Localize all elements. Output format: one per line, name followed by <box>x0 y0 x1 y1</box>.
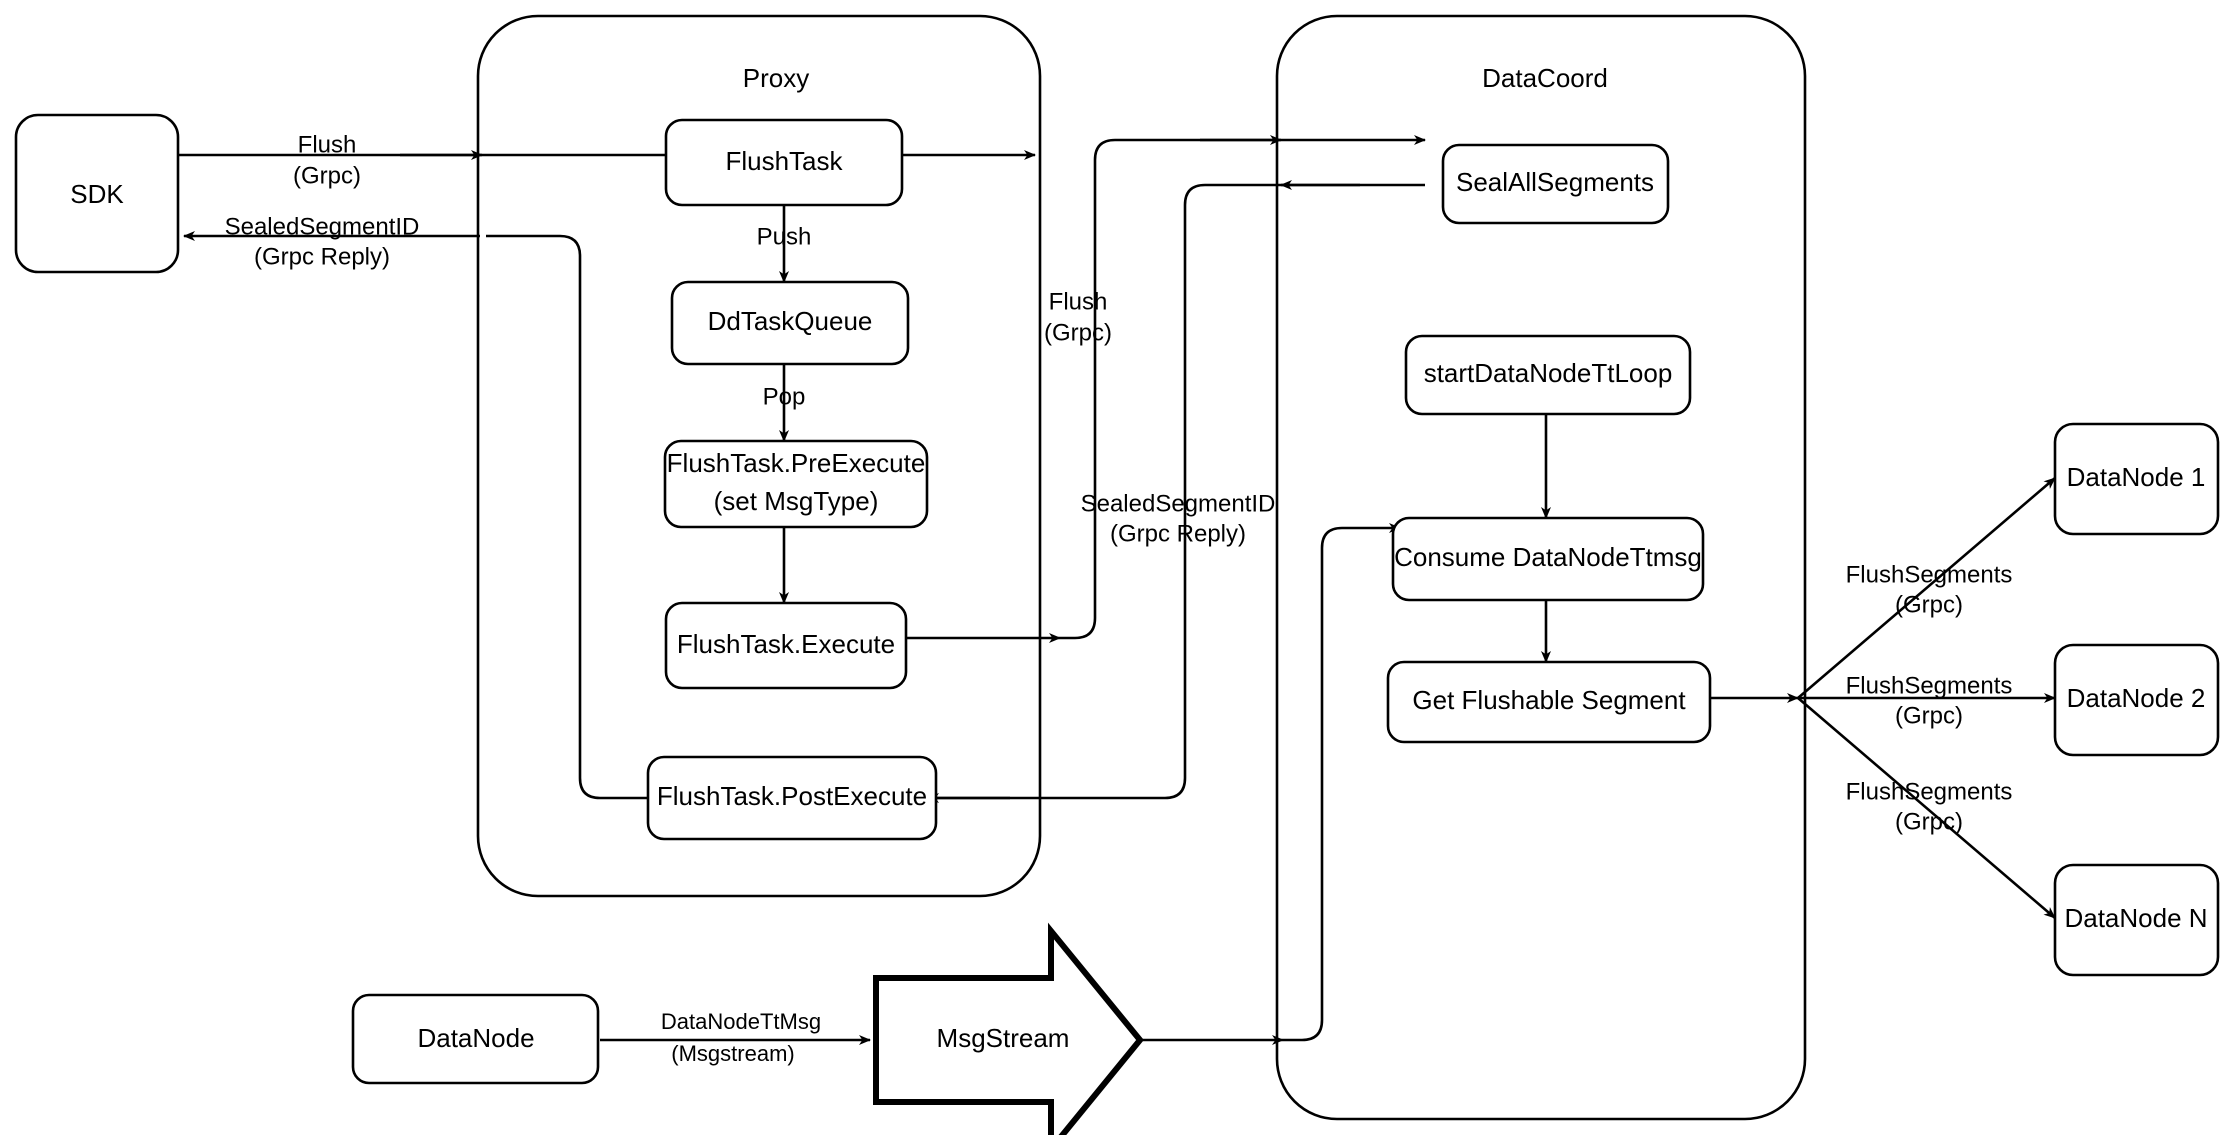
node-flushtask-postexecute-box[interactable] <box>646 755 938 841</box>
node-sealallsegments[interactable]: SealAllSegments <box>1441 143 1670 225</box>
edge-label-flushsegments-1: FlushSegments (Grpc) <box>1846 561 2013 618</box>
proxy-group-border <box>476 14 1042 898</box>
node-sealallsegments-label: SealAllSegments <box>1456 167 1654 197</box>
node-get-flushable-segment-label: Get Flushable Segment <box>1412 685 1686 715</box>
node-startdatanodettloop-box[interactable] <box>1404 334 1692 416</box>
node-flushtask-execute-label: FlushTask.Execute <box>677 629 895 659</box>
node-msgstream-arrow-shape[interactable] <box>873 922 1144 1135</box>
node-consume-datanodettmsg[interactable]: Consume DataNodeTtmsg <box>1391 516 1705 602</box>
edge-label-coord-flush-line2: (Grpc) <box>1044 319 1112 346</box>
edge-datacoord-to-postexecute <box>919 183 1300 803</box>
node-consume-datanodettmsg-box[interactable] <box>1391 516 1705 602</box>
node-sdk-box[interactable] <box>14 113 180 274</box>
node-msgstream-label: MsgStream <box>937 1023 1070 1053</box>
datacoord-group-border <box>1275 14 1807 1121</box>
node-startdatanodettloop[interactable]: startDataNodeTtLoop <box>1404 334 1692 416</box>
edge-postexecute-to-reply <box>486 234 648 800</box>
node-consume-datanodettmsg-label: Consume DataNodeTtmsg <box>1394 542 1702 572</box>
edge-label-coord-to-proxy: SealedSegmentID (Grpc Reply) <box>1081 490 1276 547</box>
node-flushtask-postexecute-label: FlushTask.PostExecute <box>657 781 927 811</box>
node-datanode-n-box[interactable] <box>2053 863 2220 977</box>
edge-label-flushsegments-1-line2: (Grpc) <box>1895 591 1963 618</box>
node-flushtask-postexecute[interactable]: FlushTask.PostExecute <box>646 755 938 841</box>
node-datanode-source-box[interactable] <box>351 993 600 1085</box>
node-flushtask-label: FlushTask <box>725 146 843 176</box>
node-ddtaskqueue[interactable]: DdTaskQueue <box>670 280 910 366</box>
node-flushtask-preexecute-label-line2: (set MsgType) <box>714 486 879 516</box>
node-flushtask[interactable]: FlushTask <box>664 118 904 207</box>
edge-label-coord-flush-line1: Flush <box>1049 288 1108 315</box>
node-datanode-1-box[interactable] <box>2053 422 2220 536</box>
edge-label-coord-reply-line2: (Grpc Reply) <box>1110 520 1246 547</box>
node-datanode-2-box[interactable] <box>2053 643 2220 757</box>
node-msgstream[interactable]: MsgStream <box>873 922 1144 1135</box>
node-ddtaskqueue-label: DdTaskQueue <box>708 306 873 336</box>
node-sealallsegments-box[interactable] <box>1441 143 1670 225</box>
node-datanode-2[interactable]: DataNode 2 <box>2053 643 2220 757</box>
node-flushtask-box[interactable] <box>664 118 904 207</box>
edge-label-flushsegments-2: FlushSegments (Grpc) <box>1846 672 2013 729</box>
edge-label-flushsegments-n-line1: FlushSegments <box>1846 778 2013 805</box>
node-datanode-1-label: DataNode 1 <box>2067 462 2206 492</box>
edge-label-sealedsegmentid-line2: (Grpc Reply) <box>254 243 390 270</box>
edge-label-proxy-to-coord: Flush (Grpc) <box>1044 288 1112 346</box>
node-get-flushable-segment-box[interactable] <box>1386 660 1712 744</box>
datacoord-group-label: DataCoord <box>1482 63 1608 93</box>
edge-label-push: Push <box>757 223 812 250</box>
edge-datacoord-boundary-to-consume <box>1283 523 1401 1042</box>
edge-label-proxy-to-sdk: SealedSegmentID (Grpc Reply) <box>225 213 420 270</box>
edge-label-flush-line2: (Grpc) <box>293 162 361 189</box>
edge-label-sdk-to-proxy: Flush (Grpc) <box>293 131 361 189</box>
edge-label-coord-reply-line1: SealedSegmentID <box>1081 490 1276 517</box>
node-datanode-source[interactable]: DataNode <box>351 993 600 1085</box>
edge-label-datanode-ttmsg-line2: (Msgstream) <box>671 1041 794 1066</box>
node-datanode-1[interactable]: DataNode 1 <box>2053 422 2220 536</box>
proxy-group-label: Proxy <box>743 63 809 93</box>
edge-label-sealedsegmentid-line1: SealedSegmentID <box>225 213 420 240</box>
edge-label-flushsegments-n-line2: (Grpc) <box>1895 808 1963 835</box>
proxy-group: Proxy <box>476 14 1042 898</box>
node-datanode-source-label: DataNode <box>417 1023 534 1053</box>
node-flushtask-preexecute[interactable]: FlushTask.PreExecute (set MsgType) <box>663 439 929 529</box>
node-startdatanodettloop-label: startDataNodeTtLoop <box>1424 358 1673 388</box>
edge-label-flush-line1: Flush <box>298 131 357 158</box>
node-sdk-label: SDK <box>70 179 124 209</box>
node-sdk[interactable]: SDK <box>14 113 180 274</box>
node-flushtask-preexecute-box[interactable] <box>663 439 929 529</box>
node-ddtaskqueue-box[interactable] <box>670 280 910 366</box>
edge-label-datanode-ttmsg: DataNodeTtMsg (Msgstream) <box>661 1009 821 1066</box>
edge-fanout-to-datanode-1 <box>1797 477 2056 699</box>
edge-fanout-to-datanode-n <box>1797 697 2056 919</box>
edge-label-datanode-ttmsg-line1: DataNodeTtMsg <box>661 1009 821 1034</box>
node-datanode-n-label: DataNode N <box>2064 903 2207 933</box>
node-datanode-2-label: DataNode 2 <box>2067 683 2206 713</box>
edge-label-flushsegments-2-line1: FlushSegments <box>1846 672 2013 699</box>
node-flushtask-preexecute-label-line1: FlushTask.PreExecute <box>667 448 926 478</box>
node-get-flushable-segment[interactable]: Get Flushable Segment <box>1386 660 1712 744</box>
edge-proxy-to-datacoord-flush <box>1060 135 1426 640</box>
node-flushtask-execute-box[interactable] <box>664 601 908 690</box>
datacoord-group: DataCoord <box>1275 14 1807 1121</box>
edge-label-pop: Pop <box>763 383 806 410</box>
node-flushtask-execute[interactable]: FlushTask.Execute <box>664 601 908 690</box>
edge-label-flushsegments-1-line1: FlushSegments <box>1846 561 2013 588</box>
edge-label-flushsegments-2-line2: (Grpc) <box>1895 702 1963 729</box>
edge-label-flushsegments-n: FlushSegments (Grpc) <box>1846 778 2013 835</box>
node-datanode-n[interactable]: DataNode N <box>2053 863 2220 977</box>
